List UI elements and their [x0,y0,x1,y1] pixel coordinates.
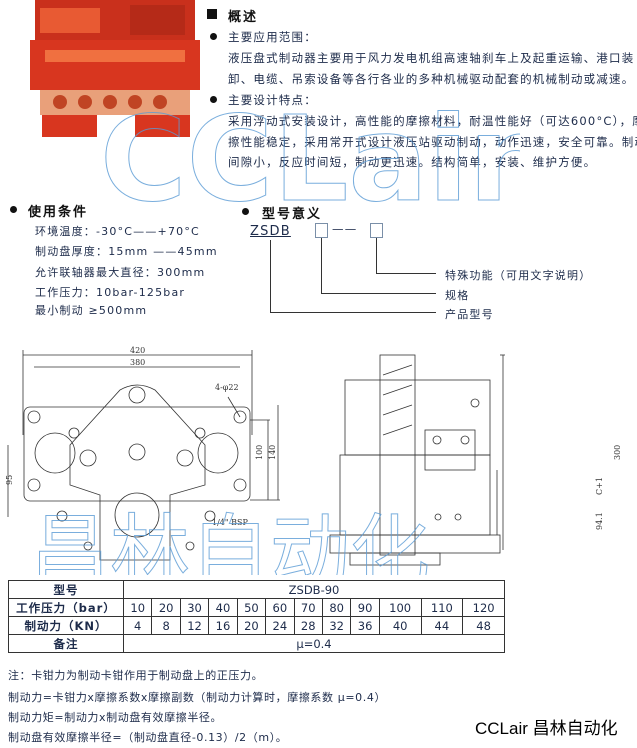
section-heading: 主要设计特点： [228,93,317,107]
dim-100: 100 [255,445,264,460]
label-special-function: 特殊功能（可用文字说明） [445,269,592,282]
bullet-icon [10,206,17,213]
leader-line [321,293,436,294]
function-box [370,223,383,238]
force-cell: 32 [321,616,352,635]
pressure-cell: 100 [378,598,422,617]
table-row: 型号 ZSDB-90 [8,580,505,599]
svg-text:昌林自动化: 昌林自动化 [30,506,430,575]
note-header: 备注 [8,634,124,653]
technical-drawing: 420 380 4-φ22 100 140 95 1/4" BSP 300 C+… [5,346,622,575]
dim-420: 420 [130,346,145,355]
pressure-cell: 70 [293,598,323,617]
pressure-cell: 90 [350,598,380,617]
leader-line [376,273,436,274]
note-line: 制动盘有效摩擦半径=（制动盘直径-0.13）/2（m）。 [8,731,288,744]
force-cell: 8 [151,616,181,635]
dim-140: 140 [268,445,277,460]
model-value: ZSDB-90 [123,580,505,599]
force-cell: 28 [293,616,323,635]
force-cell: 40 [378,616,422,635]
spec-box [315,223,328,238]
force-header: 制动力（KN） [8,616,124,635]
dim-holes: 4-φ22 [215,383,239,392]
brake-photo [30,0,200,137]
dim-95: 95 [5,475,14,485]
force-cell: 36 [350,616,380,635]
note-line: 注：卡钳力为制动卡钳作用于制动盘上的正压力。 [8,669,264,682]
pressure-cell: 60 [265,598,295,617]
watermark-logo: CCLair [100,100,520,210]
dim-300: 300 [613,445,622,460]
table-row: 备注 μ=0.4 [8,634,505,653]
leader-line [270,240,271,312]
section-square-icon [207,9,217,19]
paragraph-line: 液压盘式制动器主要用于风力发电机组高速轴刹车上及起重运输、港口装 [228,51,635,65]
force-cell: 24 [265,616,295,635]
dim-94: 94.1 [595,512,604,530]
pressure-header: 工作压力（bar） [8,598,124,617]
force-cell: 12 [179,616,210,635]
dim-380: 380 [130,358,145,367]
note-value: μ=0.4 [123,634,505,653]
label-product-model: 产品型号 [445,308,494,321]
dim-c1: C+1 [595,477,604,495]
note-line: 制动力矩=制动力x制动盘有效摩擦半径。 [8,711,223,724]
pressure-cell: 30 [179,598,210,617]
condition-item: 允许联轴器最大直径：300mm [35,266,206,279]
force-cell: 4 [122,616,153,635]
condition-item: 工作压力：10bar-125bar [35,286,186,299]
model-dash: —— [332,222,358,236]
condition-item: 环境温度：-30°C——+70°C [35,225,200,238]
overview-title: 概述 [228,10,259,25]
force-cell: 44 [420,616,464,635]
model-header: 型号 [8,580,124,599]
section-heading: 主要应用范围： [228,30,317,44]
leader-line [376,238,377,273]
pressure-cell: 50 [236,598,267,617]
brand-label: CCLair 昌林自动化 [475,719,618,738]
force-cell: 20 [236,616,267,635]
paragraph-line: 采用浮动式安装设计，高性能的摩擦材料，耐温性能好（可达600°C），摩 [228,114,637,128]
paragraph-line: 间隙小，反应时间短，制动更迅速。结构简单，安装、维护方便。 [228,155,597,169]
condition-item: 制动盘厚度：15mm ——45mm [35,245,218,258]
pressure-cell: 40 [208,598,238,617]
condition-item: 最小制动 ≥500mm [35,304,148,317]
dim-bsp: 1/4" BSP [212,518,248,527]
pressure-cell: 10 [122,598,153,617]
bullet-icon [242,208,249,215]
leader-line [270,312,436,313]
model-meaning-title: 型号意义 [262,207,323,222]
pressure-cell: 110 [420,598,464,617]
model-code: ZSDB [250,224,291,239]
svg-text:CCLair: CCLair [100,100,520,210]
leader-line [321,238,322,293]
label-spec: 规格 [445,289,470,302]
force-cell: 16 [208,616,238,635]
force-cell: 48 [462,616,505,635]
pressure-cell: 80 [321,598,352,617]
pressure-cell: 120 [462,598,505,617]
pressure-cell: 20 [151,598,181,617]
conditions-title: 使用条件 [28,205,89,220]
paragraph-line: 卸、电缆、吊索设备等各行各业的多种机械驱动配套的机械制动或减速。 [228,72,635,86]
bullet-icon [210,33,217,40]
bullet-icon [210,96,217,103]
note-line: 制动力=卡钳力x摩擦系数x摩擦副数（制动力计算时，摩擦系数 μ=0.4） [8,691,387,704]
paragraph-line: 擦性能稳定，采用常开式设计液压站驱动制动，动作迅速，安全可靠。制动 [228,135,637,149]
